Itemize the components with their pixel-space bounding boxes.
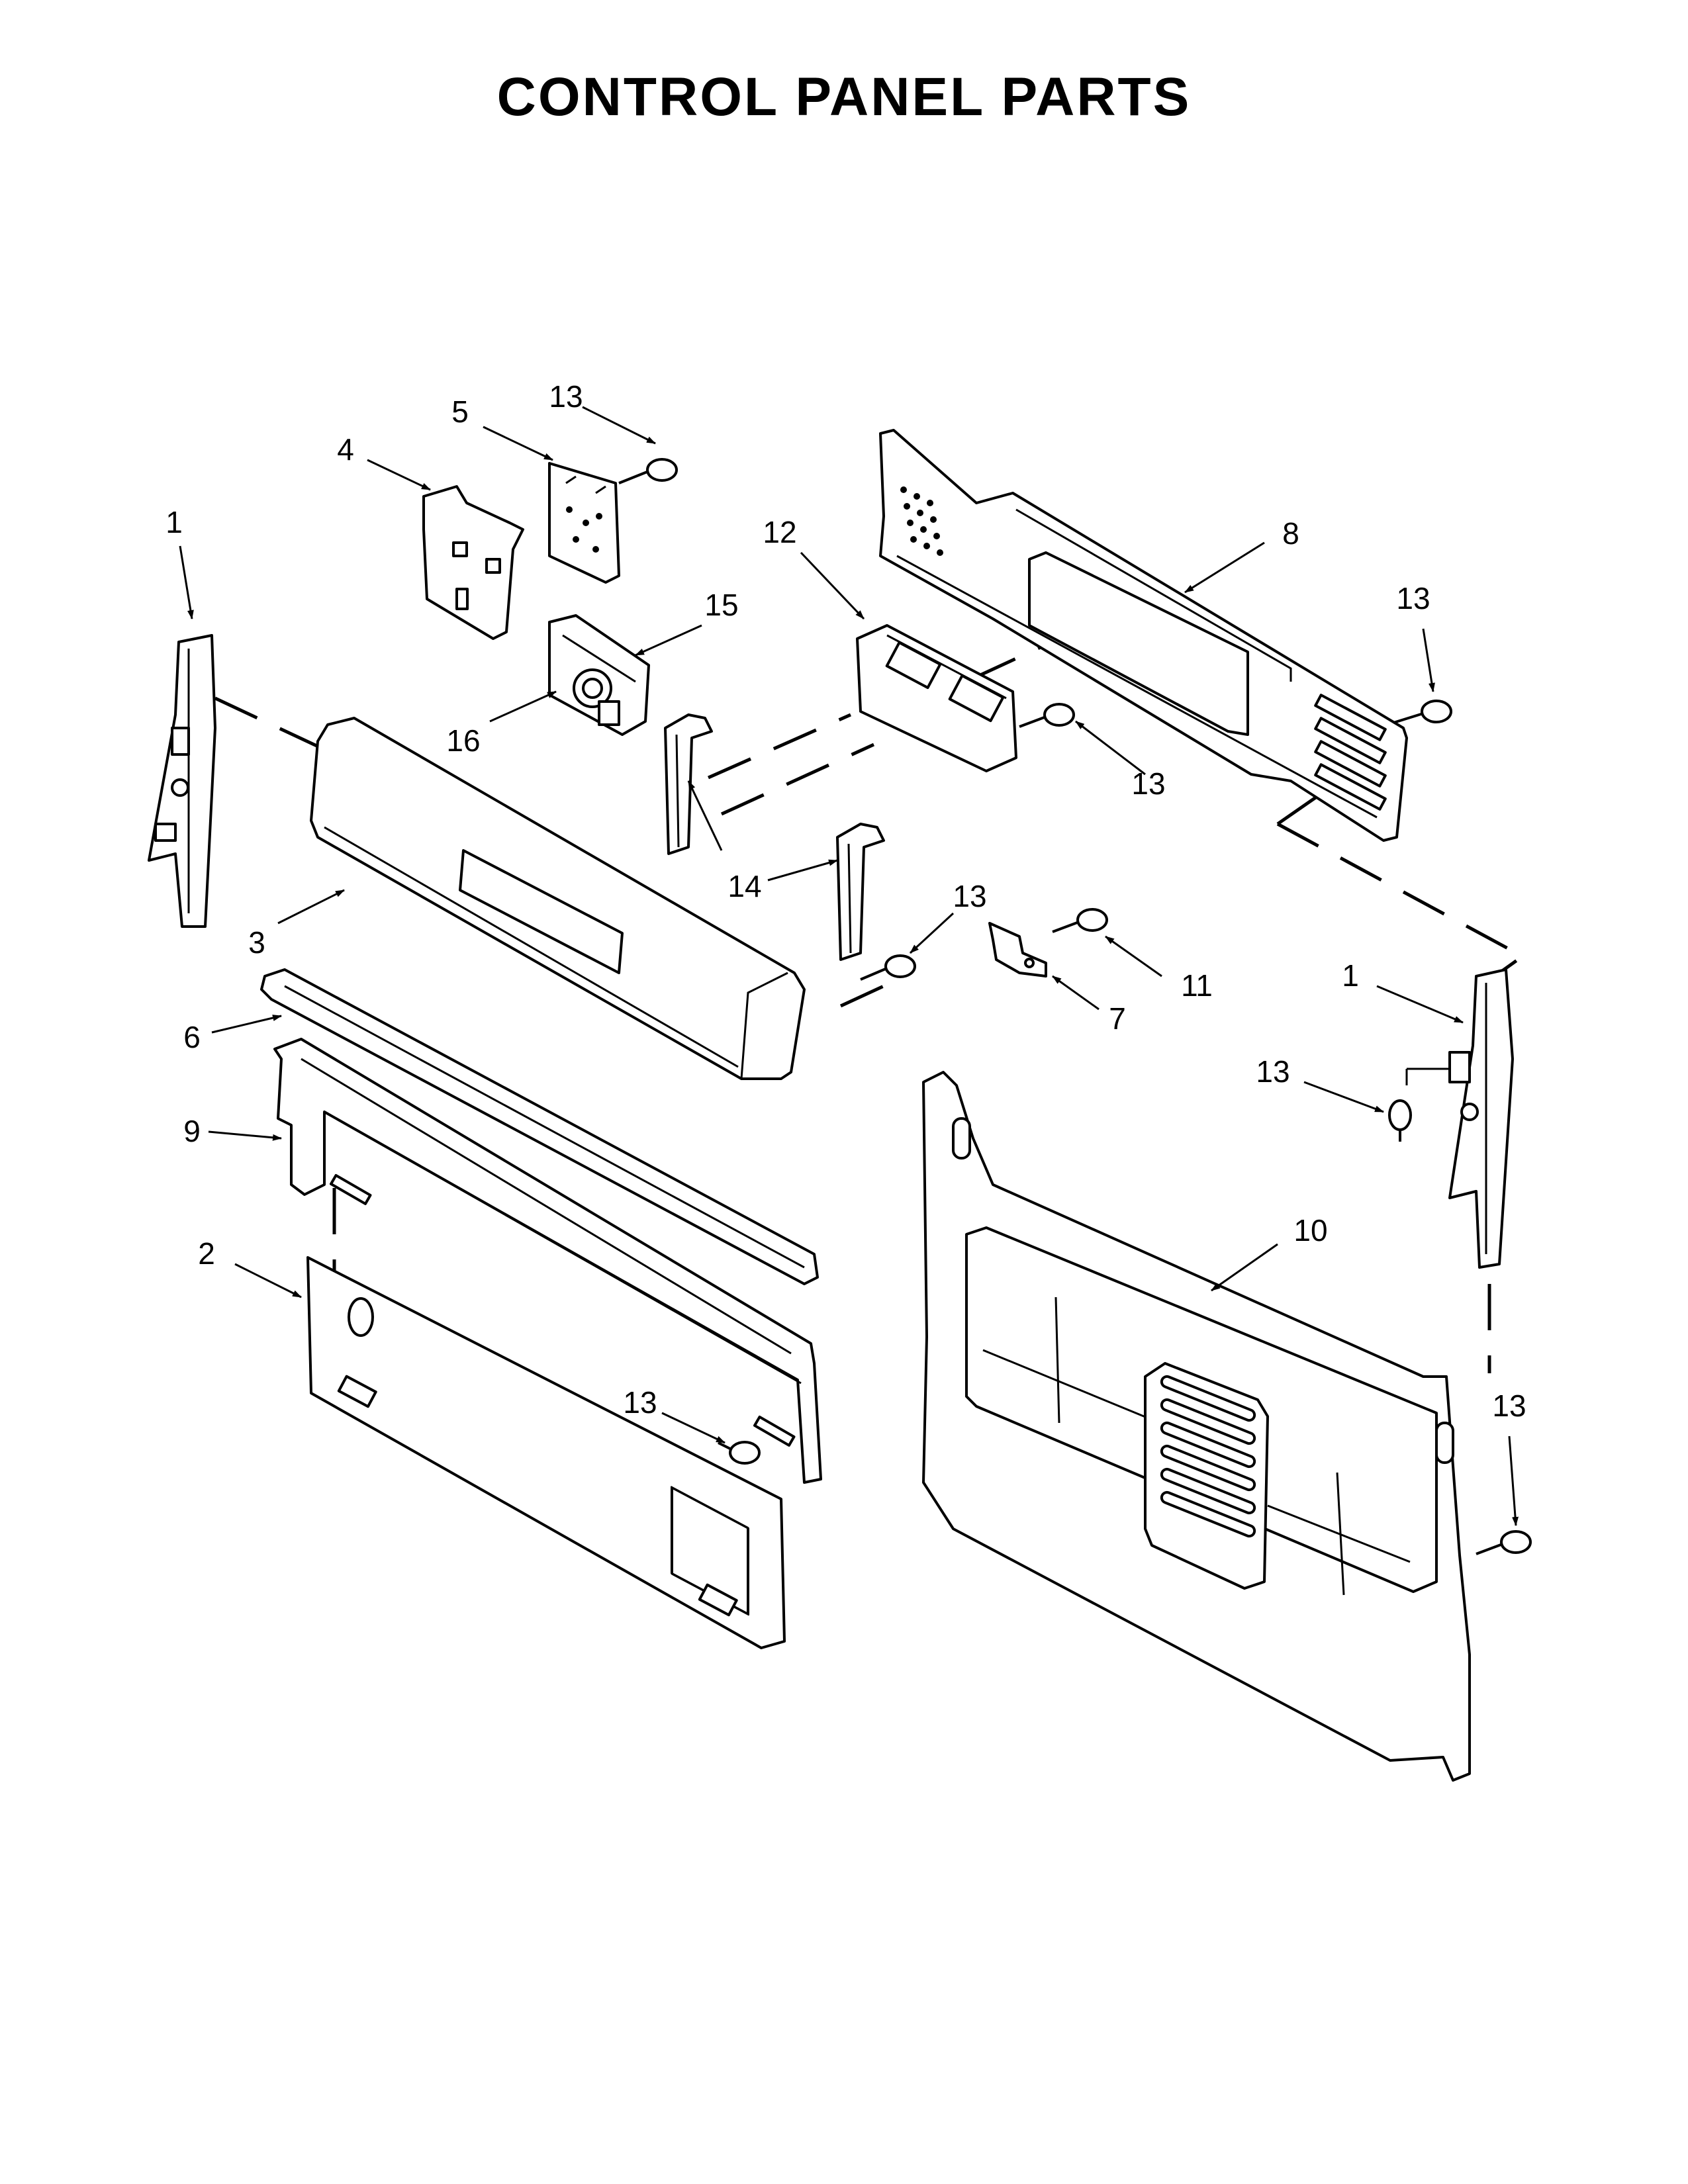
part-6-console-trim [260, 968, 819, 1285]
part-7-clip [988, 922, 1047, 978]
callout-1-left: 1 [165, 505, 183, 539]
callout-2: 2 [198, 1236, 215, 1271]
screw-13-right-mid [1388, 1099, 1412, 1142]
part-1-right-end-cap [1405, 968, 1514, 1269]
callout-labels: 1 1 2 3 4 5 6 7 8 9 10 11 12 13 13 13 13… [165, 379, 1526, 1423]
callout-13-bottom-right: 13 [1492, 1388, 1526, 1423]
part-9-panel-frame [273, 1038, 822, 1484]
callout-15: 15 [704, 588, 738, 622]
vent-holes [900, 486, 943, 556]
screw-13-module [1019, 703, 1075, 728]
rear-panel-grill-slots [1160, 1375, 1256, 1538]
callout-12: 12 [763, 515, 796, 549]
part-14-bracket-lower [836, 823, 885, 961]
callout-13-top: 13 [549, 379, 583, 414]
screw-13-shield [718, 1441, 761, 1465]
callout-10: 10 [1293, 1213, 1327, 1248]
callout-5: 5 [451, 394, 469, 429]
callout-4: 4 [337, 432, 354, 467]
screw-13-top [618, 458, 678, 484]
callout-13-module: 13 [1131, 766, 1165, 801]
page-title: CONTROL PANEL PARTS [496, 67, 1192, 127]
part-3-control-console [310, 717, 806, 1080]
callout-3: 3 [248, 925, 265, 960]
callout-9: 9 [183, 1114, 201, 1148]
part-4-bracket [422, 485, 524, 640]
part-12-control-module [856, 624, 1017, 772]
callout-7: 7 [1109, 1001, 1126, 1036]
screws [618, 458, 1532, 1555]
part-10-oven-rear-panel [922, 1071, 1471, 1782]
callout-1-right: 1 [1342, 958, 1359, 993]
part-8-rear-panel [879, 429, 1408, 842]
callout-13-shield: 13 [623, 1385, 657, 1420]
part-2-rear-shield [306, 1256, 786, 1649]
callout-14: 14 [727, 869, 761, 903]
leader-arrows [179, 406, 1519, 1526]
part-5-circuit-board [548, 462, 620, 584]
screw-11 [1052, 908, 1108, 933]
screw-13-bottom-right [1476, 1530, 1532, 1555]
part-1-left-end-cap [148, 634, 216, 928]
callout-13-right-mid: 13 [1256, 1054, 1289, 1089]
callout-16: 16 [446, 723, 480, 758]
callout-13-center: 13 [953, 879, 986, 913]
rear-panel-louvers [1314, 694, 1387, 811]
callout-6: 6 [183, 1020, 201, 1054]
callout-13-right-upper: 13 [1396, 581, 1430, 615]
callout-11: 11 [1181, 968, 1213, 1003]
screw-13-center [860, 954, 916, 981]
part-16-switch-knob [573, 668, 620, 726]
part-14-bracket-upper [664, 713, 713, 855]
screw-13-right-upper [1393, 700, 1452, 724]
callout-8: 8 [1282, 516, 1299, 551]
